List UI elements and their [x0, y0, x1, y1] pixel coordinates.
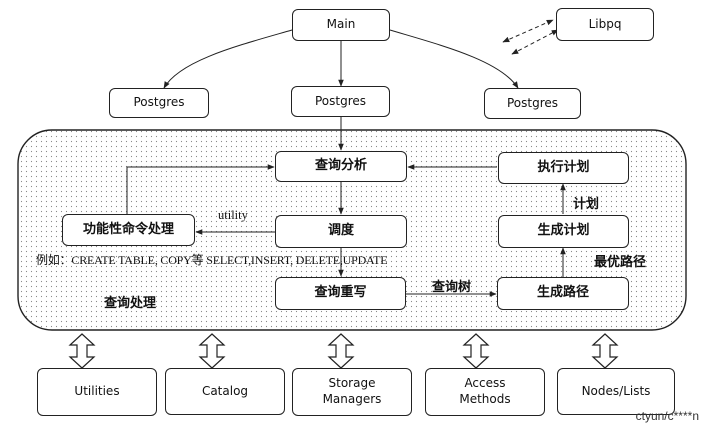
utility-command-node: 功能性命令处理: [62, 214, 195, 246]
flow-edges: [126, 117, 566, 297]
catalog-node: Catalog: [165, 368, 285, 415]
query-analysis-node: 查询分析: [275, 151, 407, 182]
generate-path-node: 生成路径: [497, 277, 629, 310]
postgres-right-node: Postgres: [484, 88, 581, 119]
postgres-center-node: Postgres: [291, 86, 390, 117]
access-methods-node: Access Methods: [425, 368, 545, 416]
query-processing-label: 查询处理: [104, 296, 157, 311]
main-libpq-dashed-edges: [502, 19, 559, 55]
execute-plan-node: 执行计划: [498, 152, 629, 184]
dispatch-node: 调度: [275, 215, 407, 248]
postgres-left-node: Postgres: [109, 88, 209, 118]
bottom-double-arrows: [68, 333, 619, 369]
watermark-text: ctyun/c****n: [635, 409, 699, 423]
query-rewrite-node: 查询重写: [275, 277, 406, 310]
main-node: Main: [292, 9, 390, 41]
optimal-path-label: 最优路径: [594, 255, 647, 270]
plan-edge-label: 计划: [573, 197, 600, 212]
query-tree-edge-label: 查询树: [432, 280, 472, 295]
libpq-node: Libpq: [556, 8, 654, 41]
nodes-lists-node: Nodes/Lists: [557, 368, 675, 415]
utility-edge-label: utility: [218, 208, 248, 222]
command-example-label: 例如：CREATE TABLE, COPY等 SELECT,INSERT, DE…: [36, 253, 388, 267]
generate-plan-node: 生成计划: [498, 215, 629, 248]
utilities-node: Utilities: [37, 368, 157, 416]
storage-managers-node: Storage Managers: [292, 368, 412, 416]
main-to-postgres-edges: [163, 29, 519, 89]
